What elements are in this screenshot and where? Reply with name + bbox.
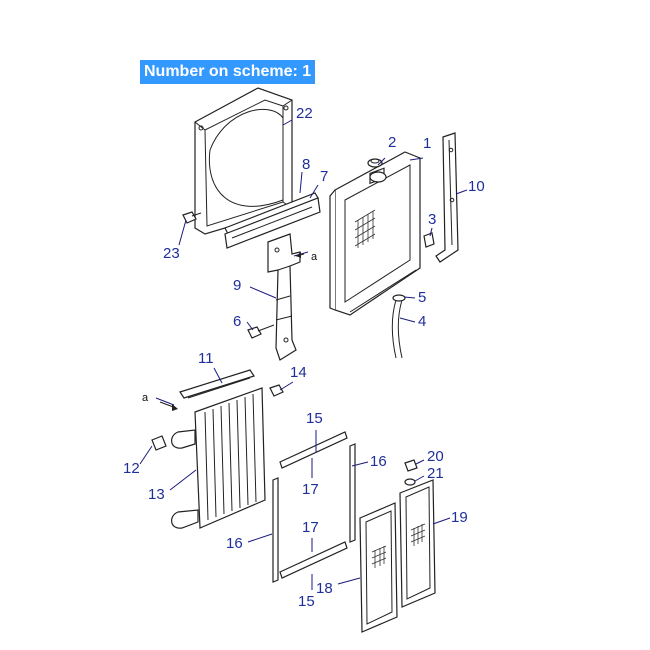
mounting-bracket-part[interactable] — [267, 233, 301, 361]
radiator-part[interactable] — [329, 151, 421, 316]
callout-16b: 16 — [226, 535, 243, 552]
leader-lines — [139, 119, 468, 590]
callout-17b: 17 — [302, 519, 319, 536]
callout-1: 1 — [423, 135, 431, 152]
callout-23: 23 — [163, 245, 180, 262]
reference-mark-a1: a — [311, 251, 318, 263]
callout-19: 19 — [451, 509, 468, 526]
callout-labels: 1234567891011121314151516161717181920212… — [123, 105, 485, 610]
right-cover-part[interactable] — [399, 479, 436, 608]
bolt-14-part[interactable] — [269, 384, 284, 397]
callout-7: 7 — [320, 168, 328, 185]
callout-15b: 15 — [298, 593, 315, 610]
callout-20: 20 — [427, 448, 444, 465]
bolt-6-part[interactable] — [247, 324, 275, 339]
top-bracket-part[interactable] — [179, 369, 255, 399]
left-cover-part[interactable] — [359, 502, 398, 633]
side-bracket-part[interactable] — [435, 132, 459, 263]
drain-cock-part[interactable] — [423, 232, 435, 248]
callout-10: 10 — [468, 178, 485, 195]
callout-4: 4 — [418, 313, 426, 330]
scheme-number-banner: Number on scheme: 1 — [140, 60, 316, 84]
callout-5: 5 — [418, 289, 426, 306]
reference-arrows — [159, 252, 305, 411]
callout-3: 3 — [428, 211, 436, 228]
callout-9: 9 — [233, 277, 241, 294]
fitting-12-part[interactable] — [151, 435, 167, 451]
callout-17a: 17 — [302, 481, 319, 498]
callout-22: 22 — [296, 105, 313, 122]
seal-strip-part[interactable] — [224, 192, 321, 249]
bolt-20-part[interactable] — [404, 459, 418, 472]
seal-frame-part[interactable] — [272, 431, 356, 583]
washer-21-part[interactable] — [404, 478, 416, 486]
callout-16a: 16 — [370, 453, 387, 470]
reference-marks: aa — [142, 251, 318, 404]
callout-6: 6 — [233, 313, 241, 330]
callout-13: 13 — [148, 486, 165, 503]
callout-8: 8 — [302, 156, 310, 173]
oil-cooler-part[interactable] — [171, 387, 266, 529]
callout-12: 12 — [123, 460, 140, 477]
callout-18: 18 — [316, 580, 333, 597]
callout-21: 21 — [427, 465, 444, 482]
callout-11: 11 — [198, 350, 214, 367]
callout-2: 2 — [388, 134, 396, 151]
reference-mark-a2: a — [142, 392, 149, 404]
radiator-hose-part[interactable] — [391, 294, 406, 359]
callout-14: 14 — [290, 364, 307, 381]
callout-15a: 15 — [306, 410, 323, 427]
